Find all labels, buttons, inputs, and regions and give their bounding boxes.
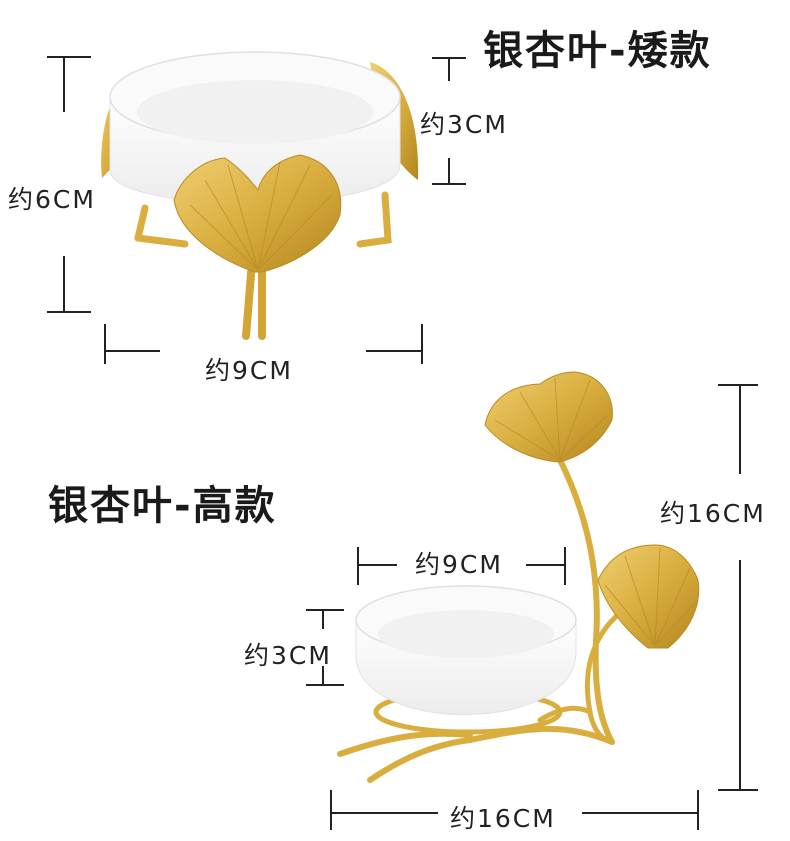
- short-depth-label: 约3CM: [420, 110, 508, 139]
- short-model-title: 银杏叶-矮款: [483, 28, 712, 74]
- tall-model-title: 银杏叶-高款: [48, 483, 277, 529]
- short-height-label: 约6CM: [8, 185, 96, 214]
- lower-ginkgo-leaf-icon: [597, 544, 700, 649]
- tall-height-label: 约16CM: [660, 499, 766, 528]
- short-width-label: 约9CM: [205, 356, 293, 385]
- front-ginkgo-leaf-icon: [173, 154, 342, 273]
- tall-width-label: 约16CM: [450, 804, 556, 833]
- tall-bowl-width-label: 约9CM: [415, 550, 503, 579]
- tall-depth-label: 约3CM: [244, 641, 332, 670]
- upper-ginkgo-leaf-icon: [484, 371, 613, 463]
